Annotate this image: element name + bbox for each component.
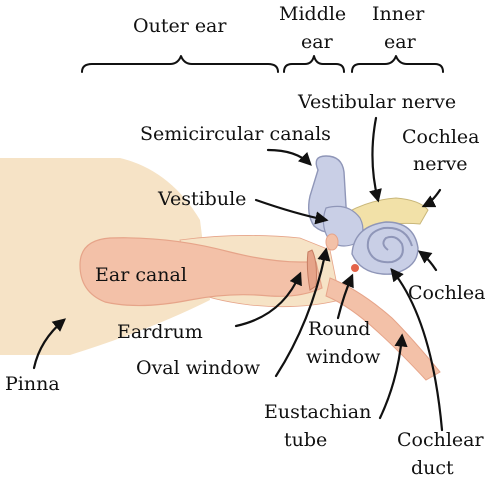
pinna-label: Pinna — [5, 373, 60, 395]
round-window-label-line1: Round — [308, 318, 370, 340]
section-braces — [81, 55, 444, 73]
middle-ear-label-line1: Middle — [279, 3, 346, 25]
inner-ear-brace — [351, 55, 444, 73]
arrow-oval-window — [274, 247, 331, 378]
arrow-vestibular-nerve — [369, 116, 382, 203]
arrow-semicircular-canals — [266, 148, 312, 166]
eardrum-label: Eardrum — [117, 321, 203, 343]
round-window-label-line2: window — [306, 346, 381, 368]
cochlear-duct-label-line1: Cochlear — [397, 429, 485, 451]
eustachian-tube-shape — [325, 277, 441, 381]
arrow-eardrum — [234, 271, 302, 328]
ear-illustration — [0, 155, 441, 381]
cochlear-duct-label-line2: duct — [411, 457, 454, 479]
oval-window-shape — [325, 233, 339, 251]
middle-ear-brace — [283, 55, 345, 73]
middle-ear-label-line2: ear — [301, 31, 334, 53]
cochlea-spiral — [366, 226, 413, 264]
eardrum-shape — [306, 249, 317, 291]
inner-ear-label-line2: ear — [384, 31, 417, 53]
oval-window-label: Oval window — [136, 357, 261, 379]
eustachian-tube-label-line1: Eustachian — [264, 401, 371, 423]
pointer-arrows — [32, 116, 444, 432]
arrow-cochlear-duct — [390, 267, 444, 432]
arrow-round-window — [336, 273, 354, 320]
semicircular-canals-label: Semicircular canals — [140, 123, 331, 145]
outer-ear-label: Outer ear — [133, 15, 227, 37]
arrow-cochlea-nerve — [421, 188, 442, 208]
vestibular-nerve-label: Vestibular nerve — [297, 91, 456, 113]
inner-ear-label-line1: Inner — [372, 3, 425, 25]
eustachian-tube-label-line2: tube — [284, 429, 327, 451]
arrow-eustachian-tube — [378, 333, 408, 420]
round-window-shape — [351, 264, 359, 272]
cochlea-label: Cochlea — [408, 282, 486, 304]
arrow-pinna — [32, 318, 67, 370]
outer-ear-brace — [81, 55, 279, 73]
cochlea-nerve-label-line1: Cochlea — [402, 126, 480, 148]
vestibule-label: Vestibule — [157, 188, 246, 210]
cochlea-nerve-label-line2: nerve — [413, 153, 468, 175]
arrow-cochlea — [417, 250, 438, 272]
arrow-vestibule — [254, 198, 329, 225]
ear-canal-label: Ear canal — [95, 264, 187, 286]
ear-canal-shape — [79, 237, 323, 307]
